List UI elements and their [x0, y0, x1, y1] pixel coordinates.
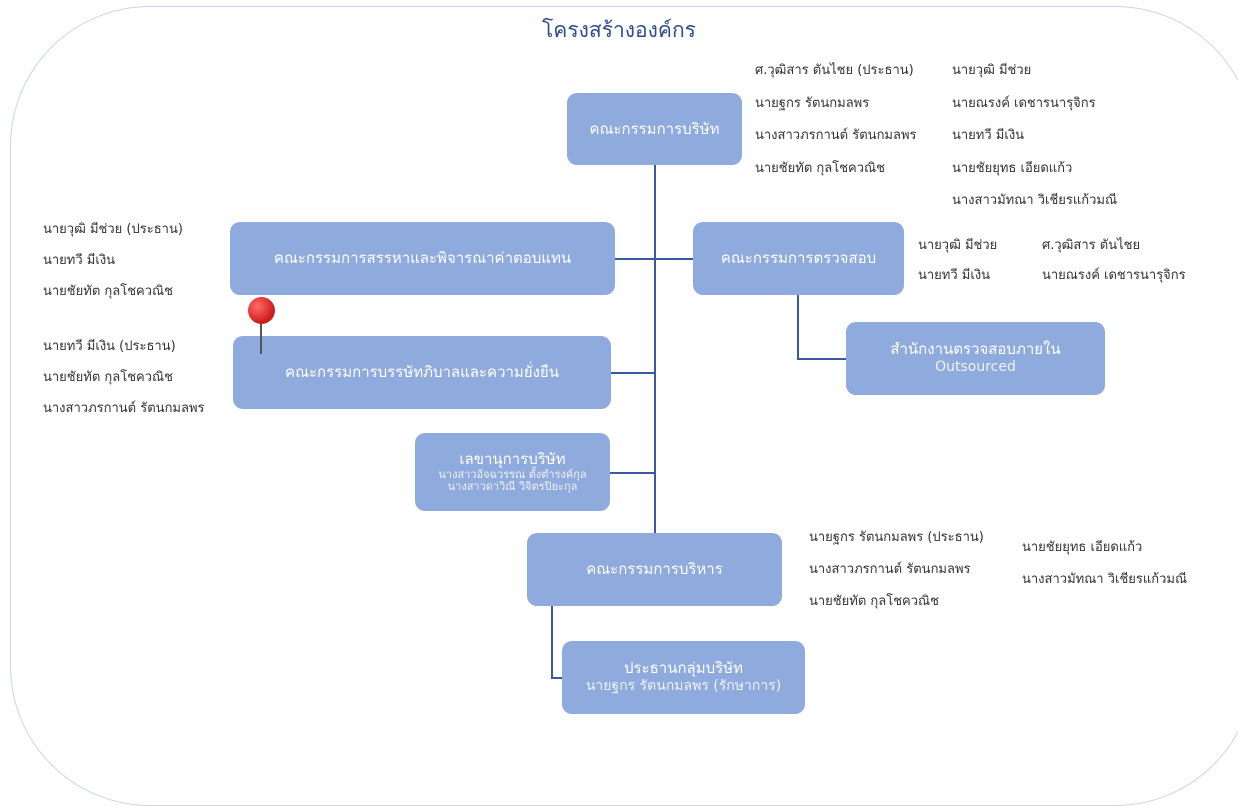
audit-members-col1: นายวุฒิ มีช่วย นายทวี มีเงิน	[918, 231, 997, 291]
member-name: นายวุฒิ มีช่วย	[918, 238, 998, 253]
board-members-col1: ศ.วุฒิสาร ตันไชย (ประธาน) นายฐกร รัตนกมล…	[755, 55, 917, 185]
pin-stem	[260, 322, 262, 354]
audit-committee-box[interactable]: คณะกรรมการตรวจสอบ	[693, 222, 904, 295]
member-name: นายวุฒิ มีช่วย (ประธาน)	[43, 222, 183, 237]
member-name: นางสาวภรกานต์ รัตนกมลพร	[755, 128, 917, 143]
member-name: นายวุฒิ มีช่วย	[952, 63, 1032, 78]
executive-members-col2: นายชัยยุทธ เอียดแก้ว นางสาวมัทณา วิเชียร…	[1022, 532, 1187, 596]
governance-connector	[610, 372, 655, 374]
board-label: คณะกรรมการบริษัท	[589, 119, 720, 138]
group-ceo-box[interactable]: ประธานกลุ่มบริษัท นายฐกร รัตนกมลพร (รักษ…	[562, 641, 805, 714]
internal-audit-sub: Outsourced	[935, 359, 1016, 376]
member-name: นายชัยยุทธ เอียดแก้ว	[952, 160, 1073, 176]
nomination-committee-box[interactable]: คณะกรรมการสรรหาและพิจารณาค่าตอบแทน	[230, 222, 615, 295]
governance-committee-box[interactable]: คณะกรรมการบรรษัทภิบาลและความยั่งยืน	[233, 336, 611, 409]
member-name: นางสาวมัทณา วิเชียรแก้วมณี	[1022, 572, 1188, 587]
audit-down-line	[797, 294, 799, 359]
member-name: นายชัยทัต กุลโชควณิช	[43, 370, 173, 385]
member-name: นายชัยทัต กุลโชควณิช	[43, 284, 173, 299]
member-name: นายทวี มีเงิน	[918, 268, 991, 283]
exec-to-ceo-line	[551, 677, 563, 679]
board-members-col2: นายวุฒิ มีช่วย นายณรงค์ เดชารนารุจิกร นา…	[952, 55, 1117, 218]
member-name: นายณรงค์ เดชารนารุจิกร	[1042, 268, 1186, 283]
pushpin-icon	[248, 297, 275, 324]
internal-audit-label: สำนักงานตรวจสอบภายใน	[890, 340, 1061, 359]
member-name: ศ.วุฒิสาร ตันไชย (ประธาน)	[755, 63, 914, 78]
member-name: นายฐกร รัตนกมลพร	[755, 95, 870, 111]
ceo-sub: นายฐกร รัตนกมลพร (รักษาการ)	[585, 678, 782, 695]
member-name: นายชัยยุทธ เอียดแก้ว	[1022, 540, 1143, 555]
member-name: นายฐกร รัตนกมลพร (ประธาน)	[809, 530, 984, 545]
member-name: นายณรงค์ เดชารนารุจิกร	[952, 95, 1096, 111]
audit-to-internal-line	[797, 358, 847, 360]
governance-members: นายทวี มีเงิน (ประธาน) นายชัยทัต กุลโชคว…	[43, 331, 205, 424]
company-secretary-box[interactable]: เลขานุการบริษัท นางสาวอัจฉวรรณ ตั้งตำรงค…	[415, 433, 610, 511]
secretary-label: เลขานุการบริษัท	[459, 449, 566, 468]
exec-down-line	[551, 605, 553, 679]
secretary-connector	[610, 472, 655, 474]
member-name: นางสาวภรกานต์ รัตนกมลพร	[809, 562, 971, 577]
member-name: นายชัยทัต กุลโชควณิช	[755, 160, 885, 176]
audit-label: คณะกรรมการตรวจสอบ	[720, 249, 877, 268]
member-name: ศ.วุฒิสาร ตันไชย	[1042, 238, 1141, 253]
governance-label: คณะกรรมการบรรษัทภิบาลและความยั่งยืน	[285, 363, 559, 382]
audit-members-col2: ศ.วุฒิสาร ตันไชย นายณรงค์ เดชารนารุจิกร	[1042, 231, 1186, 291]
member-name: นางสาวมัทณา วิเชียรแก้วมณี	[952, 193, 1118, 208]
executive-label: คณะกรรมการบริหาร	[586, 560, 723, 579]
executive-members-col1: นายฐกร รัตนกมลพร (ประธาน) นางสาวภรกานต์ …	[809, 522, 984, 618]
member-name: นายทวี มีเงิน	[43, 253, 116, 268]
nomination-members: นายวุฒิ มีช่วย (ประธาน) นายทวี มีเงิน นา…	[43, 214, 183, 307]
internal-audit-box[interactable]: สำนักงานตรวจสอบภายใน Outsourced	[846, 322, 1105, 395]
member-name: นางสาวภรกานต์ รัตนกมลพร	[43, 401, 205, 416]
secretary-name-1: นางสาวอัจฉวรรณ ตั้งตำรงค์กุล	[438, 467, 587, 481]
member-name: นายทวี มีเงิน	[952, 128, 1025, 143]
secretary-name-2: นางสาวดาวิณี วิจิตรปิยะกุล	[447, 480, 578, 494]
chart-title: โครงสร้างองค์กร	[542, 18, 696, 42]
nomination-label: คณะกรรมการสรรหาและพิจารณาค่าตอบแทน	[273, 249, 572, 268]
member-name: นายชัยทัต กุลโชควณิช	[809, 594, 939, 609]
ceo-label: ประธานกลุ่มบริษัท	[624, 659, 743, 678]
nomination-connector	[614, 258, 694, 260]
main-trunk-line	[654, 164, 656, 536]
executive-committee-box[interactable]: คณะกรรมการบริหาร	[527, 533, 782, 606]
board-of-directors-box[interactable]: คณะกรรมการบริษัท	[567, 93, 742, 165]
member-name: นายทวี มีเงิน (ประธาน)	[43, 339, 176, 354]
